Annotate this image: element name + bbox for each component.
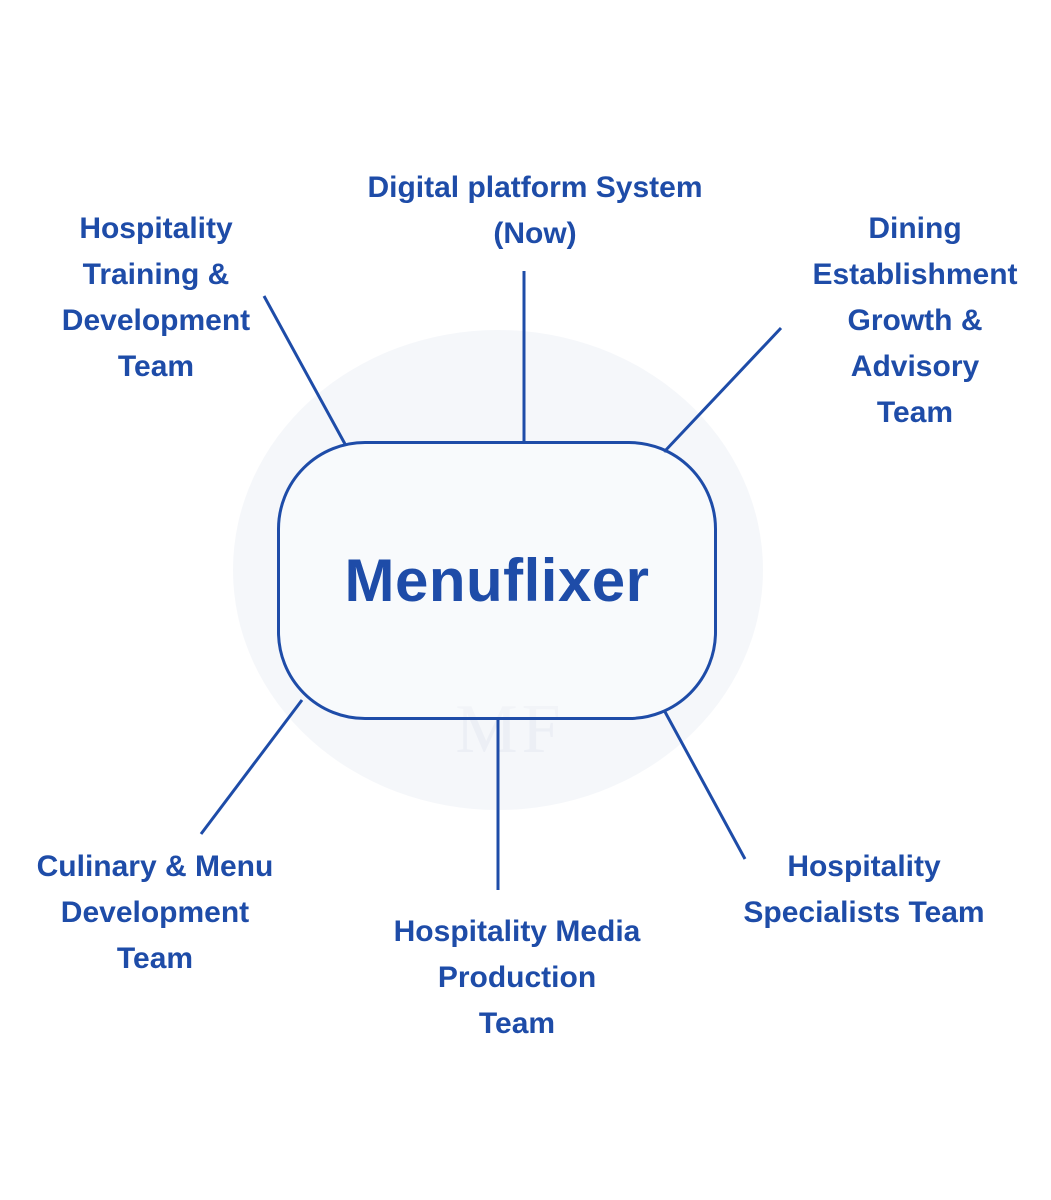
node-training: Hospitality Training & Development Team [36,206,276,390]
hub-title: Menuflixer [344,547,650,614]
node-line: Hospitality Media [393,915,641,948]
node-culinary: Culinary & Menu Development Team [15,844,295,982]
watermark-letters: MF [455,691,565,768]
node-line: Team [876,396,954,429]
node-line: Development [61,304,251,337]
node-line: Advisory [850,350,980,383]
connector-culinary [199,699,304,835]
node-line: Digital platform System [367,171,703,204]
connector-dining-advisory [662,326,783,454]
node-line: Training & [82,258,230,291]
node-line: Culinary & Menu [36,850,274,883]
node-line: Hospitality [787,850,941,883]
node-specialists: Hospitality Specialists Team [719,844,1009,936]
node-media: Hospitality Media Production Team [367,909,667,1047]
node-line: Development [60,896,250,929]
node-line: Team [116,942,194,975]
node-dining-advisory: Dining Establishment Growth & Advisory T… [790,206,1040,436]
connector-training [262,295,347,445]
node-line: Production [437,961,597,994]
connector-specialists [662,709,747,860]
node-line: Growth & [847,304,983,337]
node-line: Team [478,1007,556,1040]
node-line: Establishment [812,258,1018,291]
central-hub: Menuflixer [277,441,717,720]
node-line: Dining [868,212,962,245]
node-digital-platform: Digital platform System (Now) [335,165,735,257]
node-line: Team [117,350,195,383]
node-line: Specialists Team [743,896,985,929]
node-line: (Now) [493,217,577,250]
node-line: Hospitality [79,212,233,245]
